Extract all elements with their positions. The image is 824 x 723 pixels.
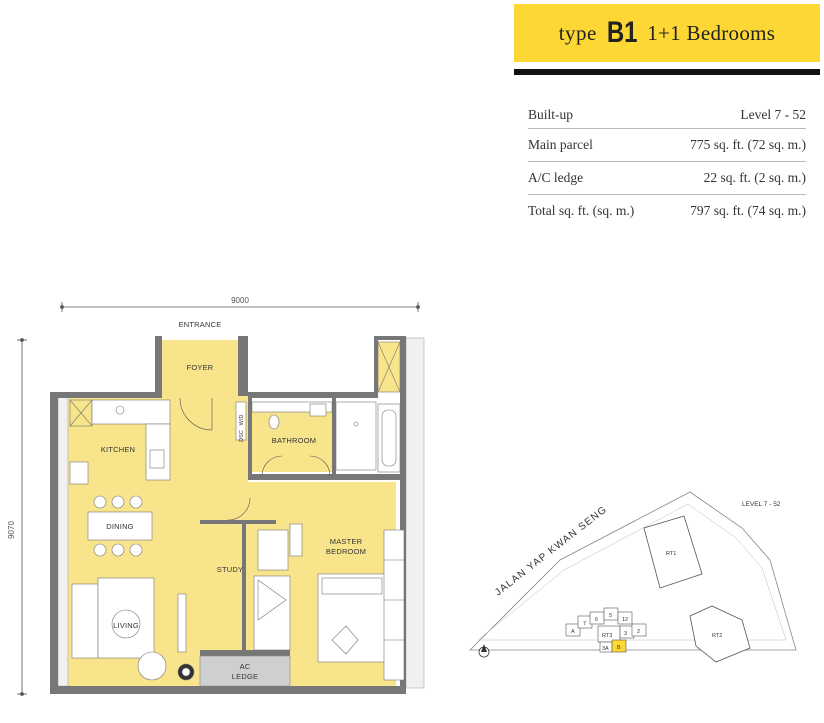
rt1-label: RT1 [666,551,676,557]
spec-row: A/C ledge 22 sq. ft. (2 sq. m.) [528,161,806,195]
spec-label: Total sq. ft. (sq. m.) [528,194,661,227]
floor-plan: 9000 9070 ENTRANCE [7,296,425,696]
rt1-block [643,515,703,589]
north-arrow-icon [478,644,490,658]
duct-shafts [69,341,401,427]
rt2-label: RT2 [712,633,722,639]
height-dim-label: 9070 [7,521,16,539]
dining-set [87,495,153,557]
spec-label: A/C ledge [528,161,661,195]
unit-number: B [617,645,621,651]
bedroom-count: 1+1 Bedrooms [647,20,776,45]
walls [50,336,406,694]
study-furniture [253,523,303,651]
width-dim-label: 9000 [231,296,249,305]
rt2-block [689,605,751,663]
rt3-label: RT3 [602,633,612,639]
unit-number: A [571,629,575,635]
unit-number: 7 [583,621,586,627]
entrance-label: ENTRANCE [179,320,222,329]
bathroom-fixtures [235,401,401,473]
spec-value: 775 sq. ft. (72 sq. m.) [661,128,806,162]
key-plan: LEVEL 7 - 52 JALAN YAP KWAN SENG RT1 RT2… [469,491,797,663]
unit-number: 2 [637,629,640,635]
spec-value: 22 sq. ft. (2 sq. m.) [661,161,806,195]
master-label-1: MASTER [330,537,363,546]
unit-title: type B1 1+1 Bedrooms [514,4,820,62]
unit-type-code: B1 [606,16,638,49]
unit-numbers: A 7 6 5 12 3 2 3A B [571,613,640,652]
width-dimension [60,302,420,312]
spec-value: 797 sq. ft. (74 sq. m.) [661,194,806,227]
spec-header-value: Level 7 - 52 [740,107,806,122]
unit-number: 5 [609,613,612,619]
kitchen-counters [69,399,171,485]
area-spec-table: Built-up Level 7 - 52 Main parcel 775 sq… [528,102,806,227]
spec-label: Main parcel [528,128,661,162]
spec-header-row: Built-up Level 7 - 52 [528,102,806,129]
foyer-label: FOYER [187,363,214,372]
title-prefix: type [558,20,597,45]
ledge-label: LEDGE [232,672,258,681]
bathroom-label: BATHROOM [272,436,316,445]
title-banner [514,4,820,62]
spec-row: Main parcel 775 sq. ft. (72 sq. m.) [528,128,806,162]
living-furniture [71,577,195,681]
ac-label: AC [240,662,251,671]
master-bed [317,529,405,681]
door-swings [179,397,331,521]
dining-label: DINING [106,522,133,531]
dsc-label: DSC [239,430,245,442]
ac-ledge [199,655,291,687]
unit-number: 3 [624,631,627,637]
height-dimension [17,338,27,696]
kitchen-label: KITCHEN [101,445,135,454]
rt3-tower [565,607,647,653]
living-label: LIVING [113,621,139,630]
master-label-2: BEDROOM [326,547,366,556]
key-plan-level: LEVEL 7 - 52 [742,501,781,508]
unit-number: 6 [595,617,598,623]
unit-number: 12 [622,617,628,623]
wd-label: W/D [239,415,245,426]
title-rule [514,69,820,75]
spec-header-label: Built-up [528,107,574,122]
study-label: STUDY [217,565,243,574]
unit-number: 3A [602,646,609,652]
spec-row: Total sq. ft. (sq. m.) 797 sq. ft. (74 s… [528,194,806,227]
